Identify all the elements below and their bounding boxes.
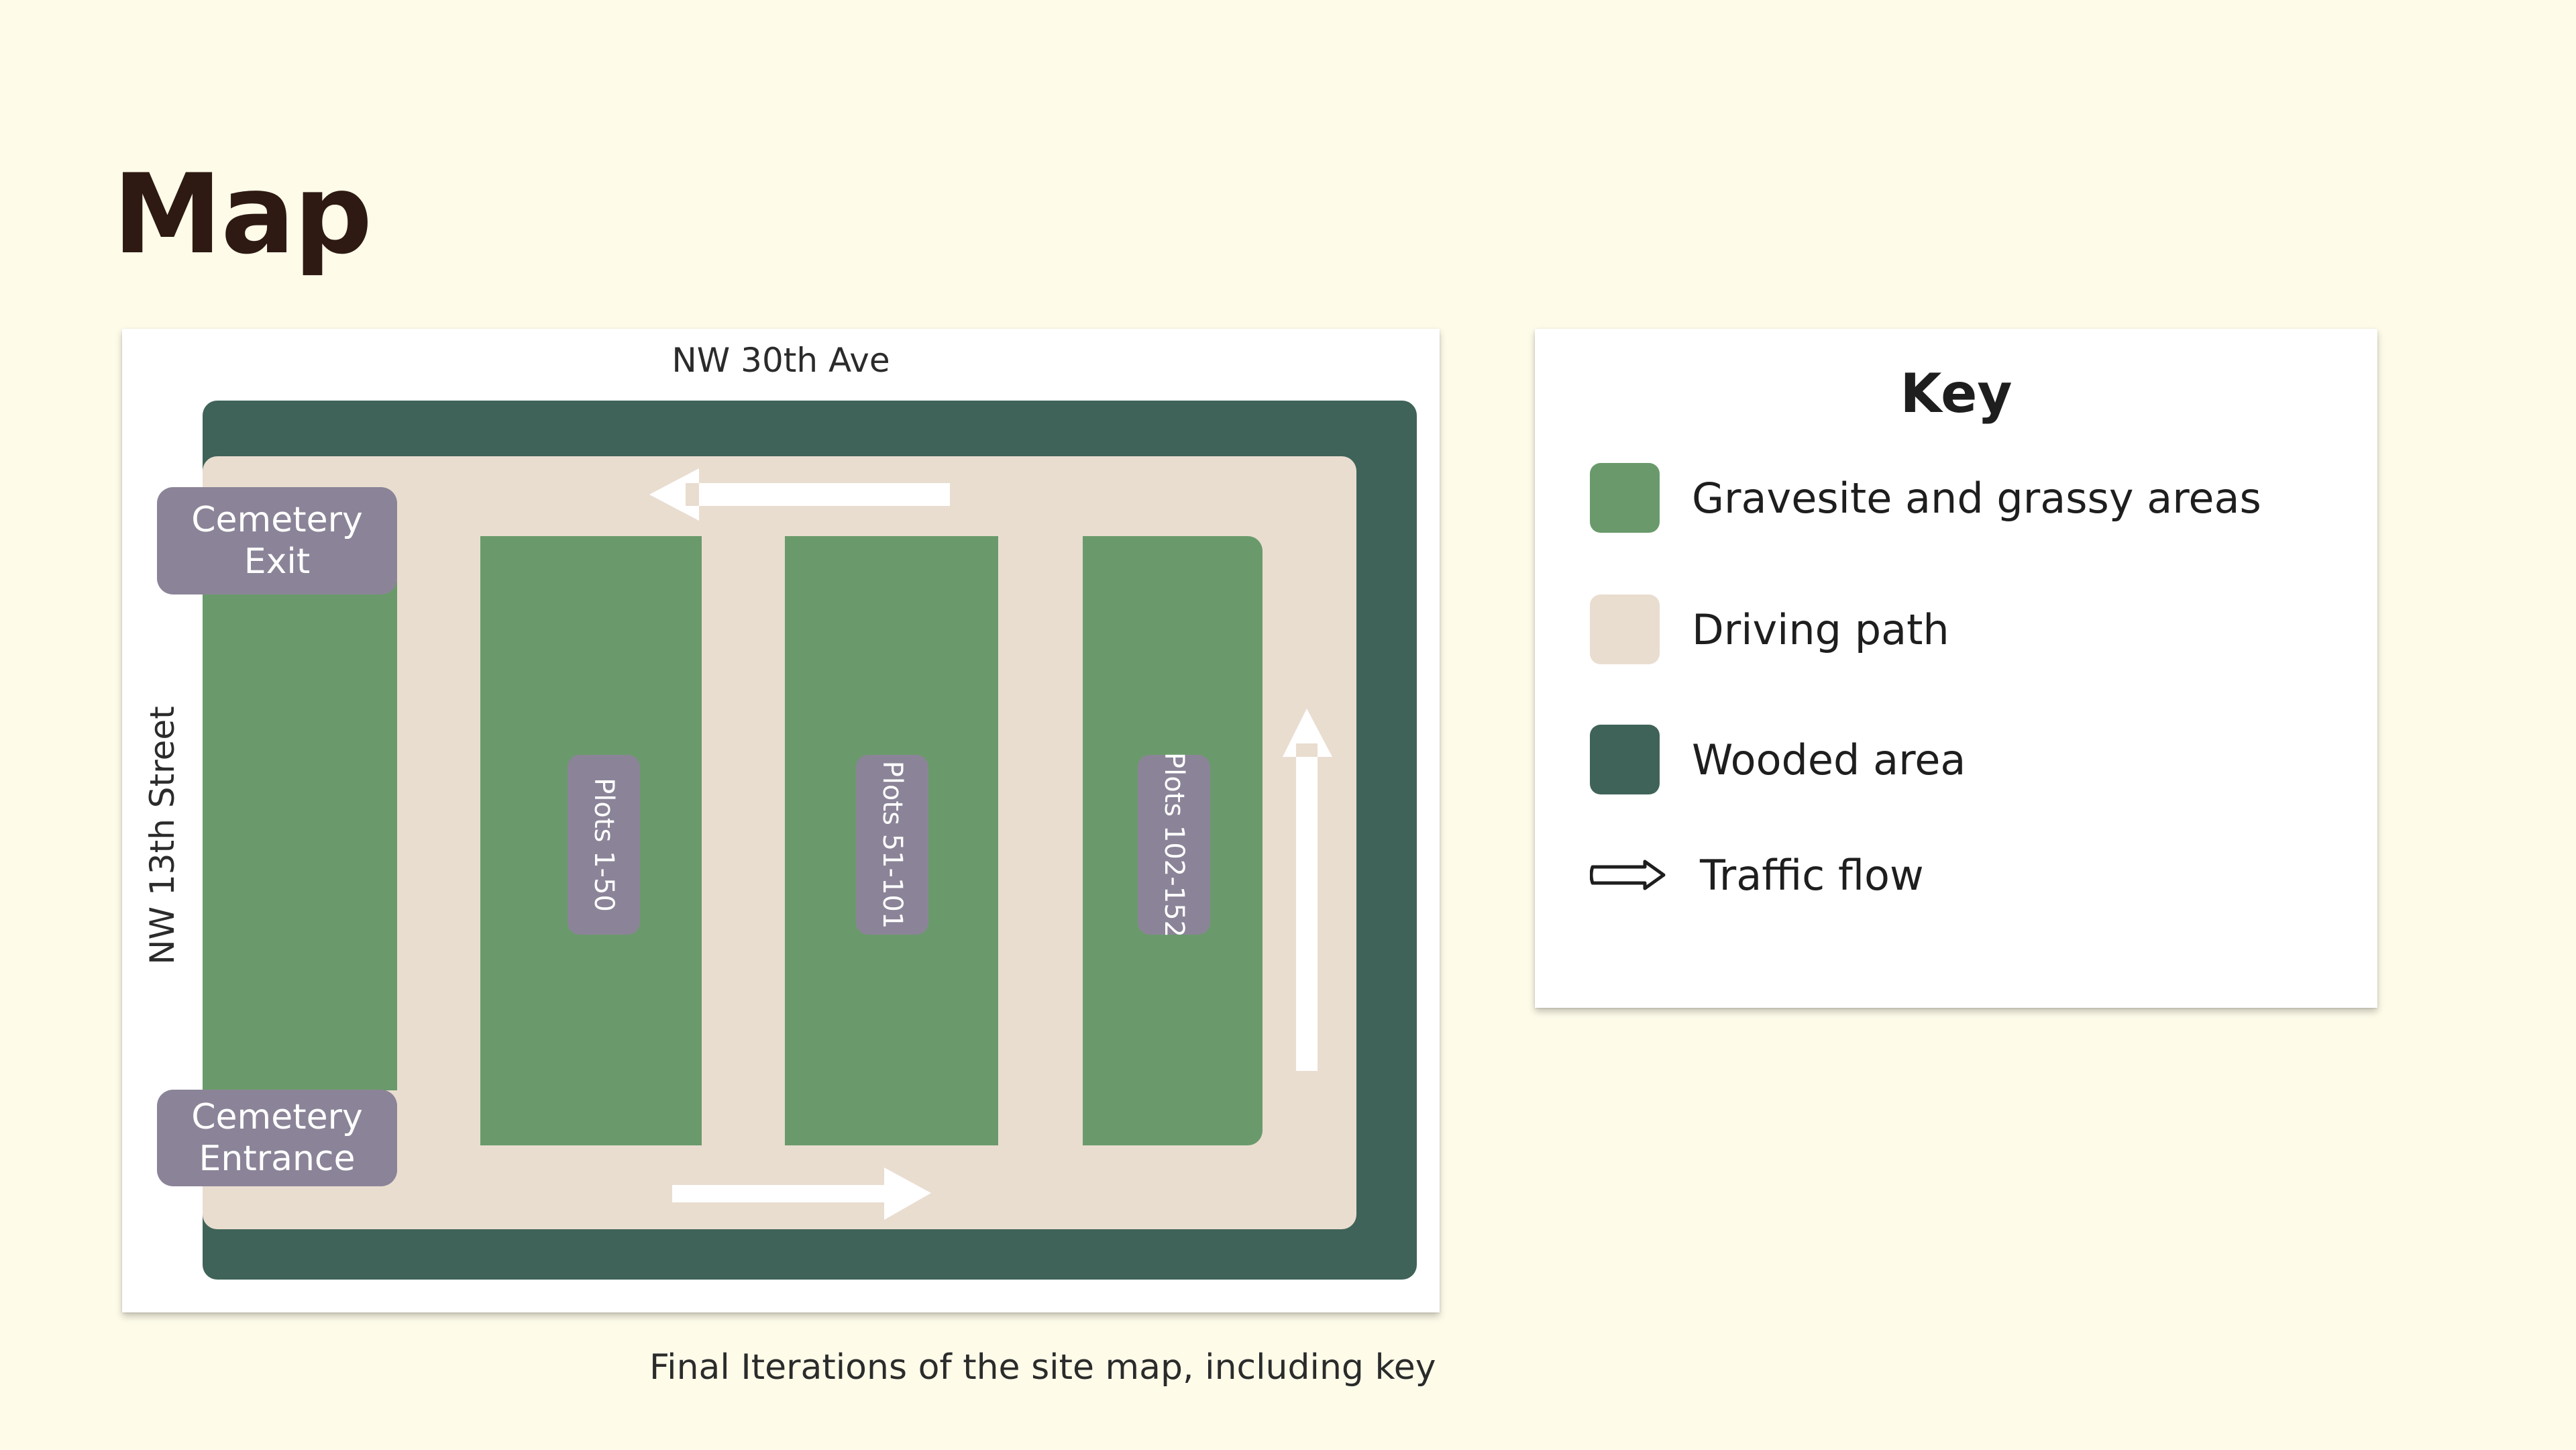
key-label-path: Driving path bbox=[1692, 605, 1949, 654]
grass-swatch-icon bbox=[1590, 463, 1660, 533]
traffic-flow-arrow-icon bbox=[1590, 840, 1668, 910]
plot-tag-1: Plots 1-50 bbox=[568, 755, 640, 935]
wooded-swatch-icon bbox=[1590, 725, 1660, 794]
key-title: Key bbox=[1900, 362, 2012, 425]
plot-tag-2: Plots 51-101 bbox=[856, 755, 928, 935]
traffic-arrow-top-icon bbox=[649, 468, 950, 521]
key-item-grass: Gravesite and grassy areas bbox=[1590, 463, 2261, 533]
page-title: Map bbox=[113, 150, 372, 278]
exit-line-2: Exit bbox=[244, 541, 311, 582]
map-key: Key Gravesite and grassy areas Driving p… bbox=[1535, 329, 2377, 1008]
cemetery-exit-label: Cemetery Exit bbox=[157, 487, 397, 594]
map-caption: Final Iterations of the site map, includ… bbox=[649, 1347, 1436, 1388]
traffic-arrow-right-icon bbox=[1283, 709, 1332, 1071]
plot-tag-3: Plots 102-152 bbox=[1138, 752, 1210, 937]
key-item-traffic: Traffic flow bbox=[1590, 840, 1924, 910]
traffic-arrow-bottom-icon bbox=[672, 1168, 931, 1220]
street-label-top: NW 30th Ave bbox=[672, 341, 890, 380]
key-item-wooded: Wooded area bbox=[1590, 725, 1966, 794]
entrance-line-1: Cemetery bbox=[191, 1097, 363, 1137]
grass-strip-left bbox=[203, 580, 397, 1090]
cemetery-entrance-label: Cemetery Entrance bbox=[157, 1090, 397, 1186]
path-swatch-icon bbox=[1590, 594, 1660, 664]
key-item-path: Driving path bbox=[1590, 594, 1949, 664]
traffic-arrows bbox=[649, 468, 1332, 1220]
key-label-wooded: Wooded area bbox=[1692, 735, 1966, 784]
entrance-line-2: Entrance bbox=[199, 1139, 356, 1179]
exit-line-1: Cemetery bbox=[191, 500, 363, 540]
key-label-grass: Gravesite and grassy areas bbox=[1692, 473, 2261, 523]
key-label-traffic: Traffic flow bbox=[1700, 850, 1924, 900]
site-map: NW 30th Ave NW 13th Street Cemetery Exit… bbox=[122, 329, 1440, 1312]
